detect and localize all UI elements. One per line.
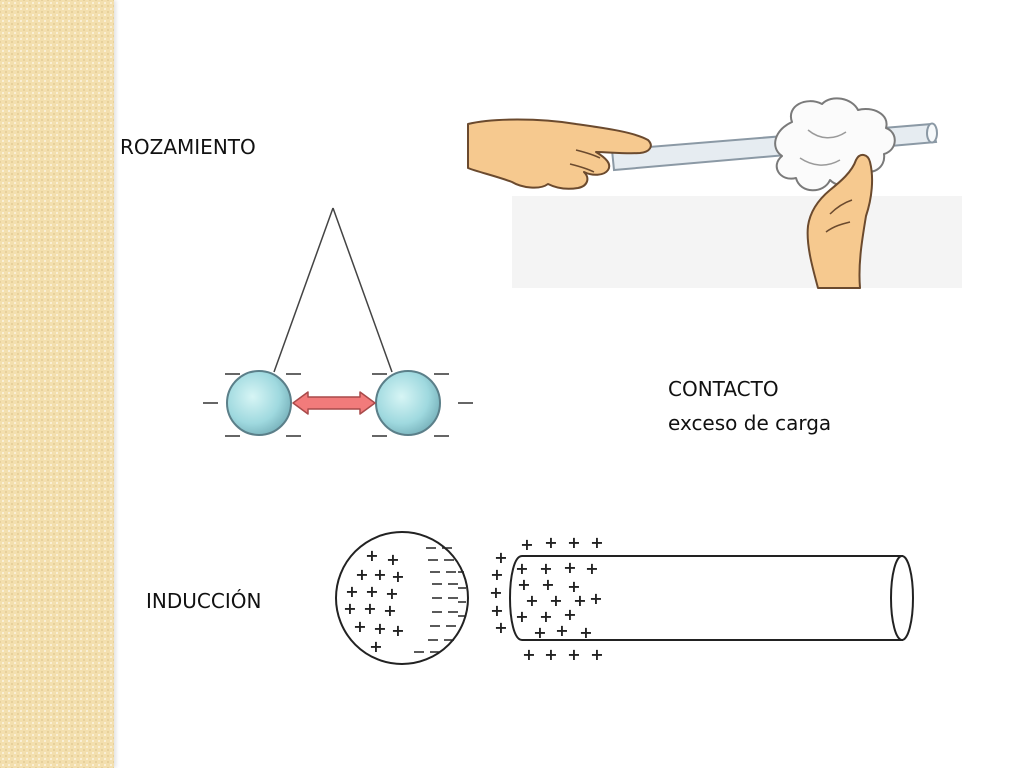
svg-text:+: +	[363, 599, 376, 618]
svg-text:+: +	[494, 618, 507, 637]
svg-text:+: +	[520, 535, 533, 554]
svg-text:+: +	[391, 621, 404, 640]
svg-text:+: +	[369, 637, 382, 656]
svg-text:+: +	[383, 601, 396, 620]
cloth	[774, 97, 896, 192]
svg-text:+: +	[549, 591, 562, 610]
svg-text:+: +	[544, 645, 557, 664]
svg-text:+: +	[345, 582, 358, 601]
svg-text:+: +	[539, 607, 552, 626]
right-hand	[806, 154, 874, 289]
svg-text:+: +	[563, 558, 576, 577]
svg-text:+: +	[490, 601, 503, 620]
svg-text:+: +	[373, 565, 386, 584]
induction-illustration: ++ +++ +++ +++ +++ +	[335, 531, 914, 665]
sphere-negative-charges	[414, 547, 466, 653]
svg-text:+: +	[373, 619, 386, 638]
svg-text:+: +	[573, 591, 586, 610]
left-sphere	[226, 370, 292, 436]
svg-text:+: +	[353, 617, 366, 636]
charged-rod	[509, 555, 914, 641]
svg-text:+: +	[386, 550, 399, 569]
contact-illustration	[203, 207, 473, 437]
svg-text:+: +	[555, 621, 568, 640]
svg-text:+: +	[590, 533, 603, 552]
svg-text:+: +	[539, 559, 552, 578]
friction-illustration	[467, 97, 962, 289]
svg-text:+: +	[385, 584, 398, 603]
induced-sphere	[335, 531, 469, 665]
svg-text:+: +	[494, 548, 507, 567]
svg-text:+: +	[590, 645, 603, 664]
induccion-label: INDUCCIÓN	[146, 589, 262, 613]
rod-positive-charges: ++++ ++++ +++++ ++++ +++ ++++ +++ +++	[489, 533, 603, 664]
svg-text:+: +	[544, 533, 557, 552]
svg-text:+: +	[489, 583, 502, 602]
sphere-positive-charges: ++ +++ +++ +++ +++ +	[343, 546, 404, 656]
svg-text:+: +	[515, 607, 528, 626]
svg-text:+: +	[355, 565, 368, 584]
svg-text:+: +	[517, 575, 530, 594]
svg-text:+: +	[589, 589, 602, 608]
svg-text:+: +	[515, 559, 528, 578]
svg-text:+: +	[391, 567, 404, 586]
svg-text:+: +	[522, 645, 535, 664]
svg-text:+: +	[525, 591, 538, 610]
contacto-subtitle: exceso de carga	[668, 411, 832, 435]
svg-text:+: +	[567, 533, 580, 552]
left-thread	[273, 207, 334, 373]
svg-text:+: +	[365, 582, 378, 601]
right-thread	[332, 207, 393, 373]
svg-text:+: +	[567, 645, 580, 664]
svg-text:+: +	[579, 623, 592, 642]
svg-text:+: +	[585, 559, 598, 578]
rozamiento-label: ROZAMIENTO	[120, 135, 256, 159]
svg-text:+: +	[490, 565, 503, 584]
svg-text:+: +	[533, 623, 546, 642]
negative-charge-marks	[203, 373, 473, 437]
left-hand	[467, 118, 652, 190]
repulsion-arrow-icon	[292, 391, 376, 415]
svg-text:+: +	[563, 605, 576, 624]
svg-text:+: +	[567, 577, 580, 596]
illustration-backdrop	[512, 196, 962, 288]
right-sphere	[375, 370, 441, 436]
decorative-side-band	[0, 0, 114, 768]
svg-text:+: +	[343, 599, 356, 618]
svg-text:+: +	[365, 546, 378, 565]
contacto-label: CONTACTO	[668, 377, 779, 401]
svg-text:+: +	[541, 575, 554, 594]
